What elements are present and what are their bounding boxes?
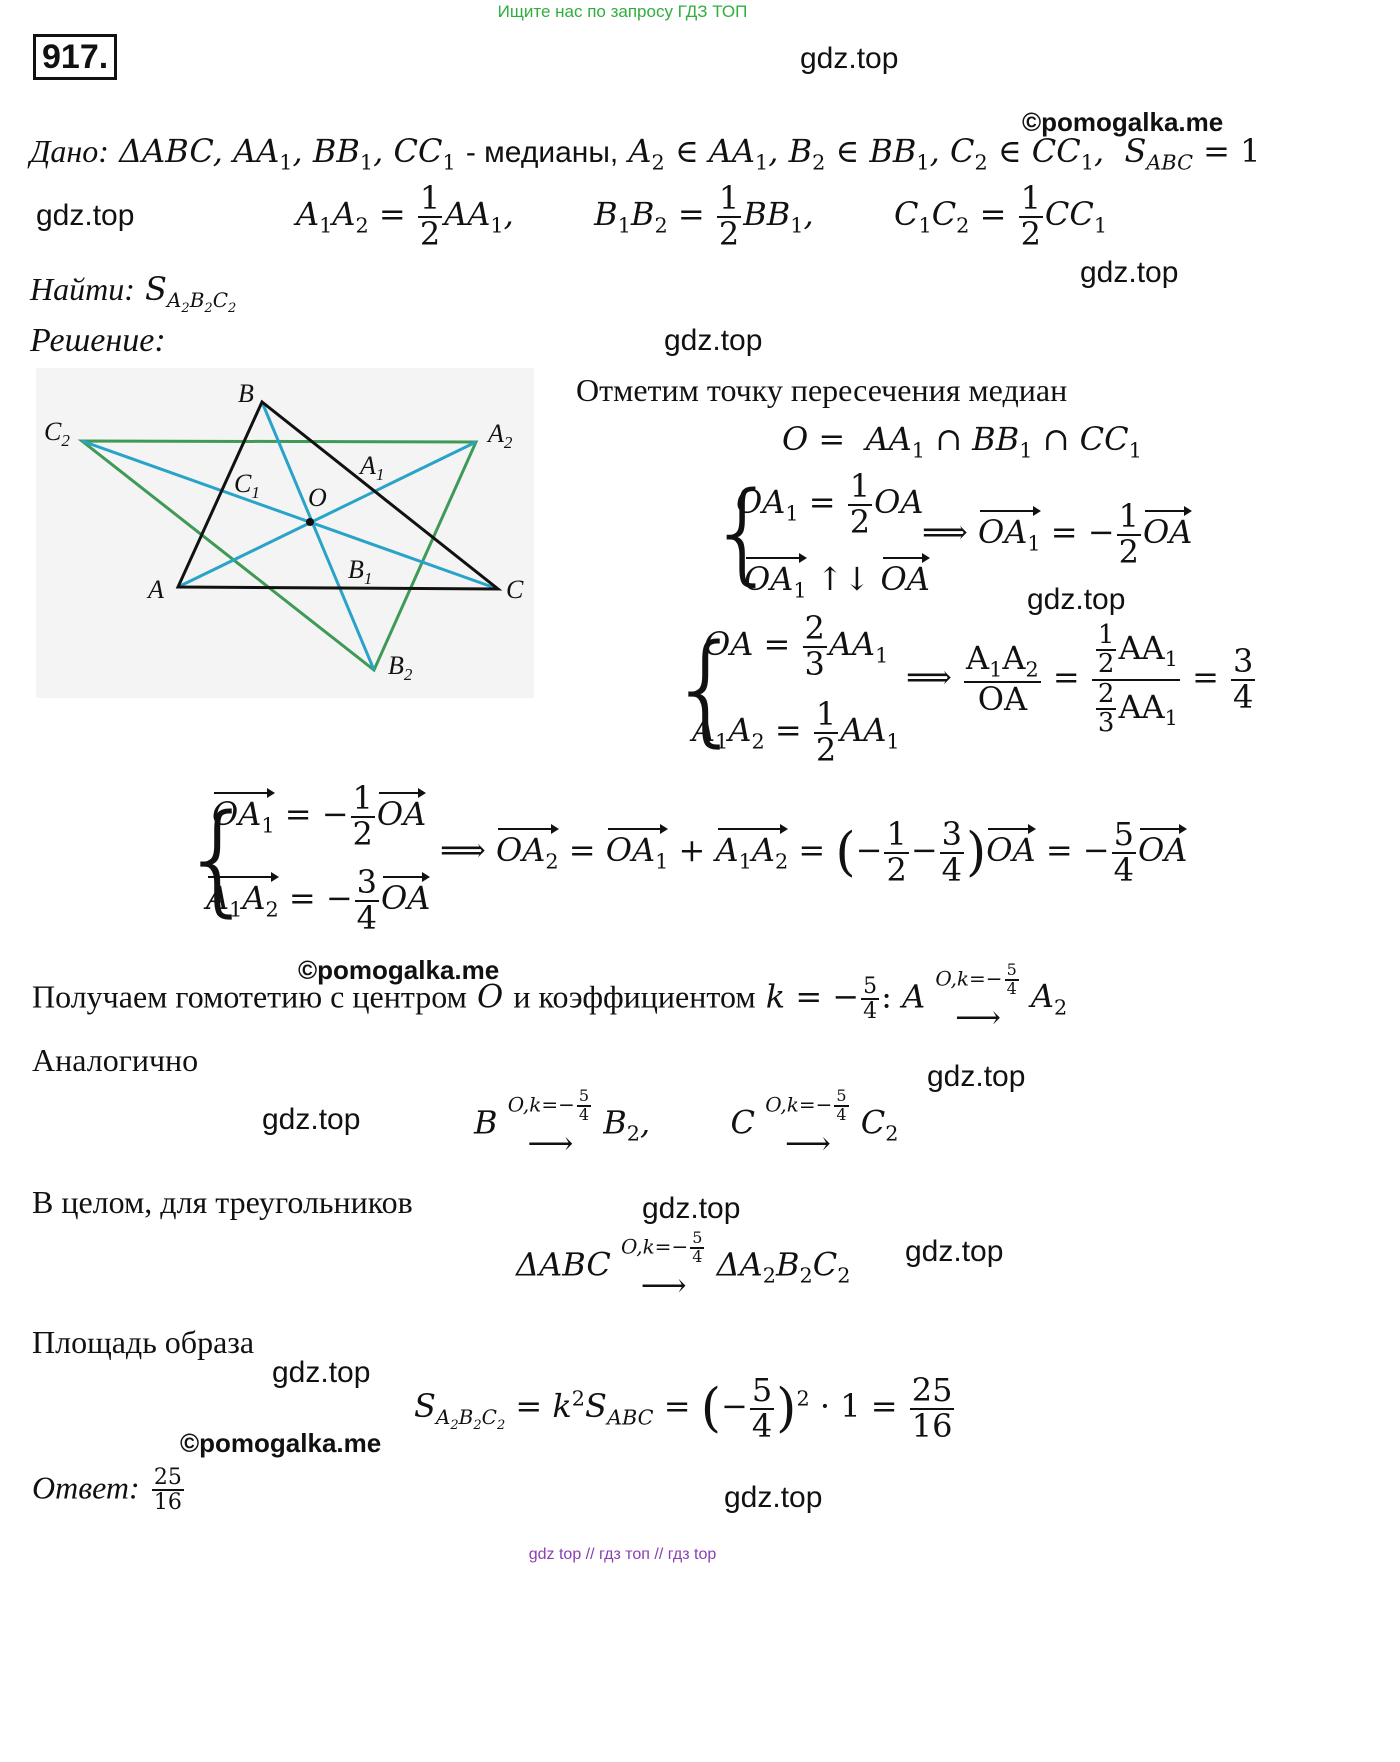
copyright-watermark: ©pomogalka.me [180, 1428, 382, 1458]
system-brace: { [708, 468, 778, 596]
median-line [260, 401, 376, 671]
median-line [177, 440, 477, 589]
problem-number: 917. [33, 34, 118, 80]
find-line: Найти: SA2B2C2 [30, 270, 237, 317]
triangle-figure: B C2 A2 C1 O A1 B1 A C B2 [36, 368, 534, 698]
similarly-label: Аналогично [32, 1042, 199, 1078]
image-area-label: Площадь образа [32, 1324, 255, 1360]
label-a: A [146, 575, 164, 604]
top-search-link[interactable]: Ищите нас по запросу ГДЗ ТОП [497, 2, 748, 21]
copyright-watermark: ©pomogalka.me [298, 955, 500, 985]
system-brace: { [668, 620, 745, 759]
watermark: gdz.top [724, 1481, 823, 1514]
in-general-label: В целом, для треугольников [32, 1184, 413, 1220]
watermark: gdz.top [1027, 583, 1126, 616]
footer-link[interactable]: гдз top [667, 1546, 717, 1563]
watermark: gdz.top [905, 1235, 1004, 1268]
footer-link[interactable]: gdz top [528, 1546, 582, 1563]
median-line [81, 439, 499, 591]
solution-label: Решение: [30, 322, 166, 359]
point-o [306, 518, 314, 526]
watermark: gdz.top [36, 199, 135, 232]
original-triangle [175, 399, 503, 591]
system-brace: { [180, 790, 257, 929]
footer-link[interactable]: гдз топ [599, 1546, 650, 1563]
solution-intro: Отметим точку пересечения медиан [576, 372, 1068, 408]
label-o: O [308, 483, 327, 512]
watermark: gdz.top [642, 1192, 741, 1225]
watermark: gdz.top [664, 324, 763, 357]
given-label: Дано [30, 133, 99, 169]
homothety-line: Получаем гомотетию с центром O и коэффиц… [32, 960, 1068, 1036]
watermark: gdz.top [927, 1060, 1026, 1093]
system-1: OA1 ↑↓ OA [744, 552, 931, 602]
median-intersection: O = AA1 ∩ BB1 ∩ CC1 [782, 420, 1142, 463]
footer-links: gdz top // гдз топ // гдз top [528, 1546, 717, 1563]
given-line: Дано: ΔABC, AA1, BB1, CC1 - медианы, A2 … [30, 132, 1261, 175]
label-b: B [238, 379, 254, 408]
watermark: gdz.top [800, 42, 899, 75]
answer-numerator: 25 [151, 1465, 184, 1492]
copyright-watermark: ©pomogalka.me [1022, 107, 1224, 137]
watermark: gdz.top [262, 1103, 361, 1136]
label-c: C [506, 575, 524, 604]
watermark: gdz.top [1080, 256, 1179, 289]
watermark: gdz.top [272, 1356, 371, 1389]
answer-denominator: 16 [153, 1490, 182, 1516]
